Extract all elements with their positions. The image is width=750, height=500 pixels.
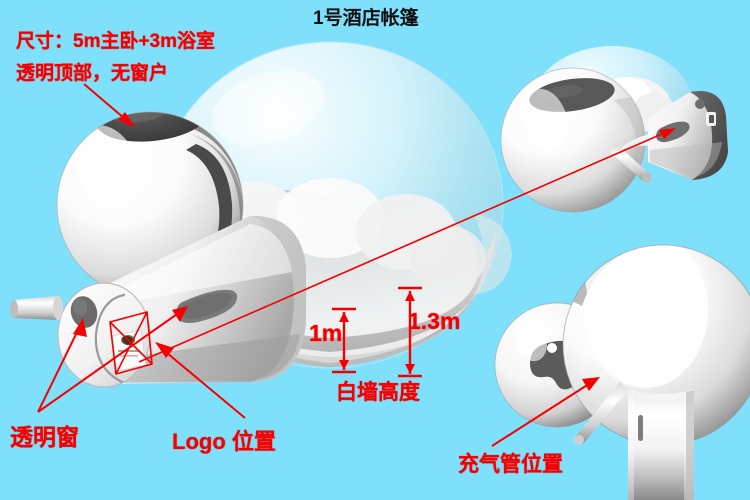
label-transparent-window: 透明窗 [10,424,79,450]
round-window [70,296,98,328]
page-title: 1号酒店帐篷 [313,8,419,29]
front-elevation-view [494,244,750,500]
entrance-tunnel [10,215,306,388]
air-tube [10,296,63,320]
air-tube [574,382,628,445]
arrow-round-window [37,318,87,413]
arrow-logo-position [155,342,246,419]
arrow-inflation-tube [491,377,600,447]
logo-marker-box [109,310,153,376]
label-inflation-tube: 充气管位置 [458,453,563,476]
label-size-spec: 尺寸：5m主卧+3m浴室 [16,31,216,52]
label-dimension-1m: 1m [309,320,343,346]
label-transparent-roof: 透明顶部，无窗户 [16,63,169,84]
label-wall-height: 白墙高度 [336,381,420,404]
dimension-1-3m [398,286,422,378]
arrow-transparent-roof [83,83,136,128]
leader-line-logo-to-topright [138,129,672,363]
annotation-arrows [37,83,676,447]
logo-patch [111,329,147,372]
dimension-1m [332,307,356,374]
label-logo-position: Logo 位置 [172,429,276,454]
top-rear-view [500,46,728,213]
air-tube [610,144,652,183]
arrow-oval-window [37,306,188,413]
oval-window [176,289,238,323]
label-dimension-1-3m: 1.3m [408,308,461,334]
